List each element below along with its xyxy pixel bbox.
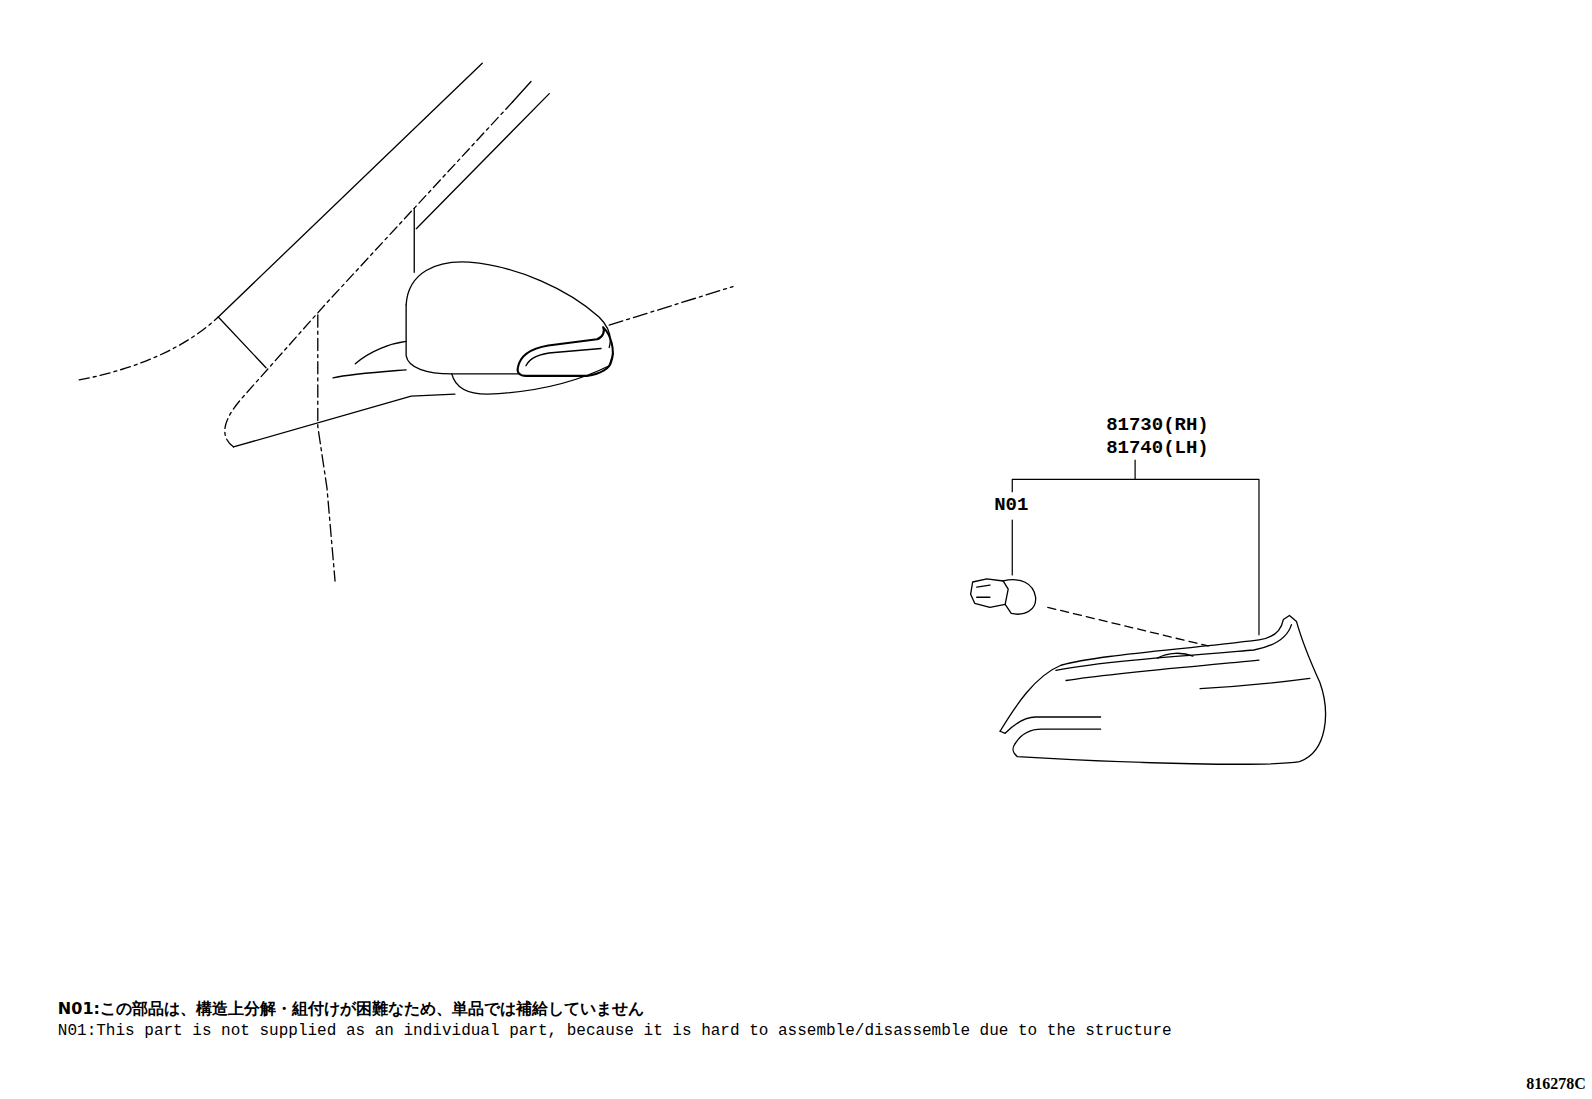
part-number: 81740(LH) xyxy=(1106,438,1209,459)
illustration-number: 816278C xyxy=(1526,1075,1586,1093)
note-text: N01:この部品は、構造上分解・組付けが困難なため、単品では補給していません xyxy=(58,1000,644,1018)
note-text: N01:This part is not supplied as an indi… xyxy=(58,1023,1172,1041)
part-number: 81730(RH) xyxy=(1106,415,1209,436)
note-reference: N01 xyxy=(994,495,1028,516)
